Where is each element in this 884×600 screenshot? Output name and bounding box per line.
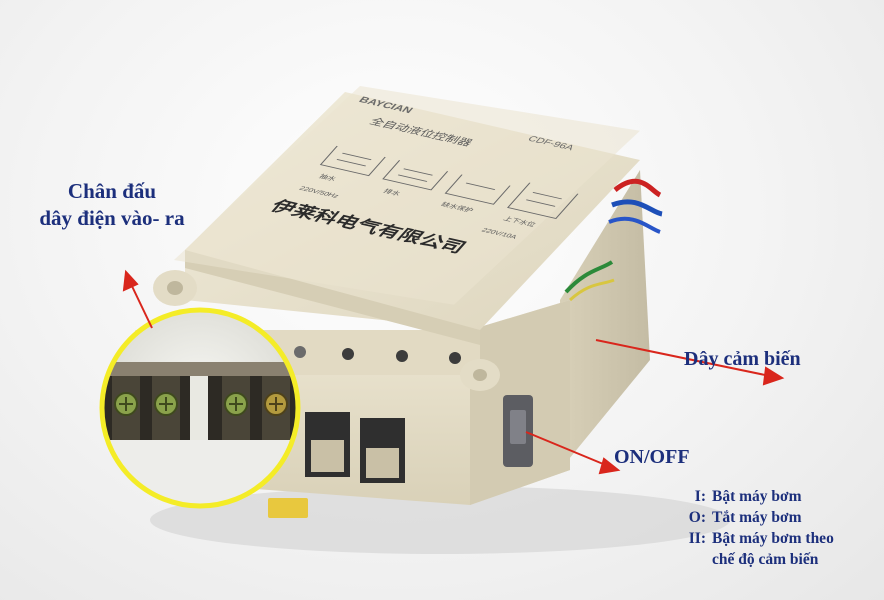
switch-mode-code: I: (694, 488, 706, 505)
switch-mode-code: O: (688, 509, 706, 526)
switch-mode-code: II: (688, 530, 706, 547)
arrow-up-left-icon (122, 269, 153, 329)
switch-mode-item: II: Bật máy bơm theo (636, 528, 834, 549)
switch-mode-continuation: chế độ cảm biến (712, 551, 819, 568)
arrow-right-icon-sensor (595, 339, 785, 386)
switch-mode-item: I: Bật máy bơm (636, 486, 834, 507)
switch-mode-list: I: Bật máy bơm O: Tắt máy bơm II: Bật má… (636, 486, 834, 570)
din-rail-clip (268, 498, 308, 518)
switch-mode-text: Bật máy bơm theo (712, 530, 834, 547)
device-label-panel (173, 86, 640, 305)
on-off-label: ON/OFF (614, 446, 690, 468)
terminal-label-line2: dây điện vào- ra (39, 206, 185, 230)
schematic-caption-1: 抽水 (317, 173, 339, 183)
terminal-label-line1: Chân đấu (67, 179, 157, 203)
schematic-caption-2: 排水 (382, 187, 404, 197)
terminal-label: Chân đấu dây điện vào- ra (18, 178, 206, 232)
device-side-panel (560, 170, 663, 470)
zoom-ring (99, 307, 301, 509)
switch-mode-text: Bật máy bơm (712, 488, 802, 505)
switch-mode-item: O: Tắt máy bơm (636, 507, 834, 528)
arrow-right-icon-switch (525, 431, 621, 475)
sensor-wire-label: Dây cảm biến (684, 348, 801, 370)
switch-mode-text: Tắt máy bơm (712, 509, 802, 526)
